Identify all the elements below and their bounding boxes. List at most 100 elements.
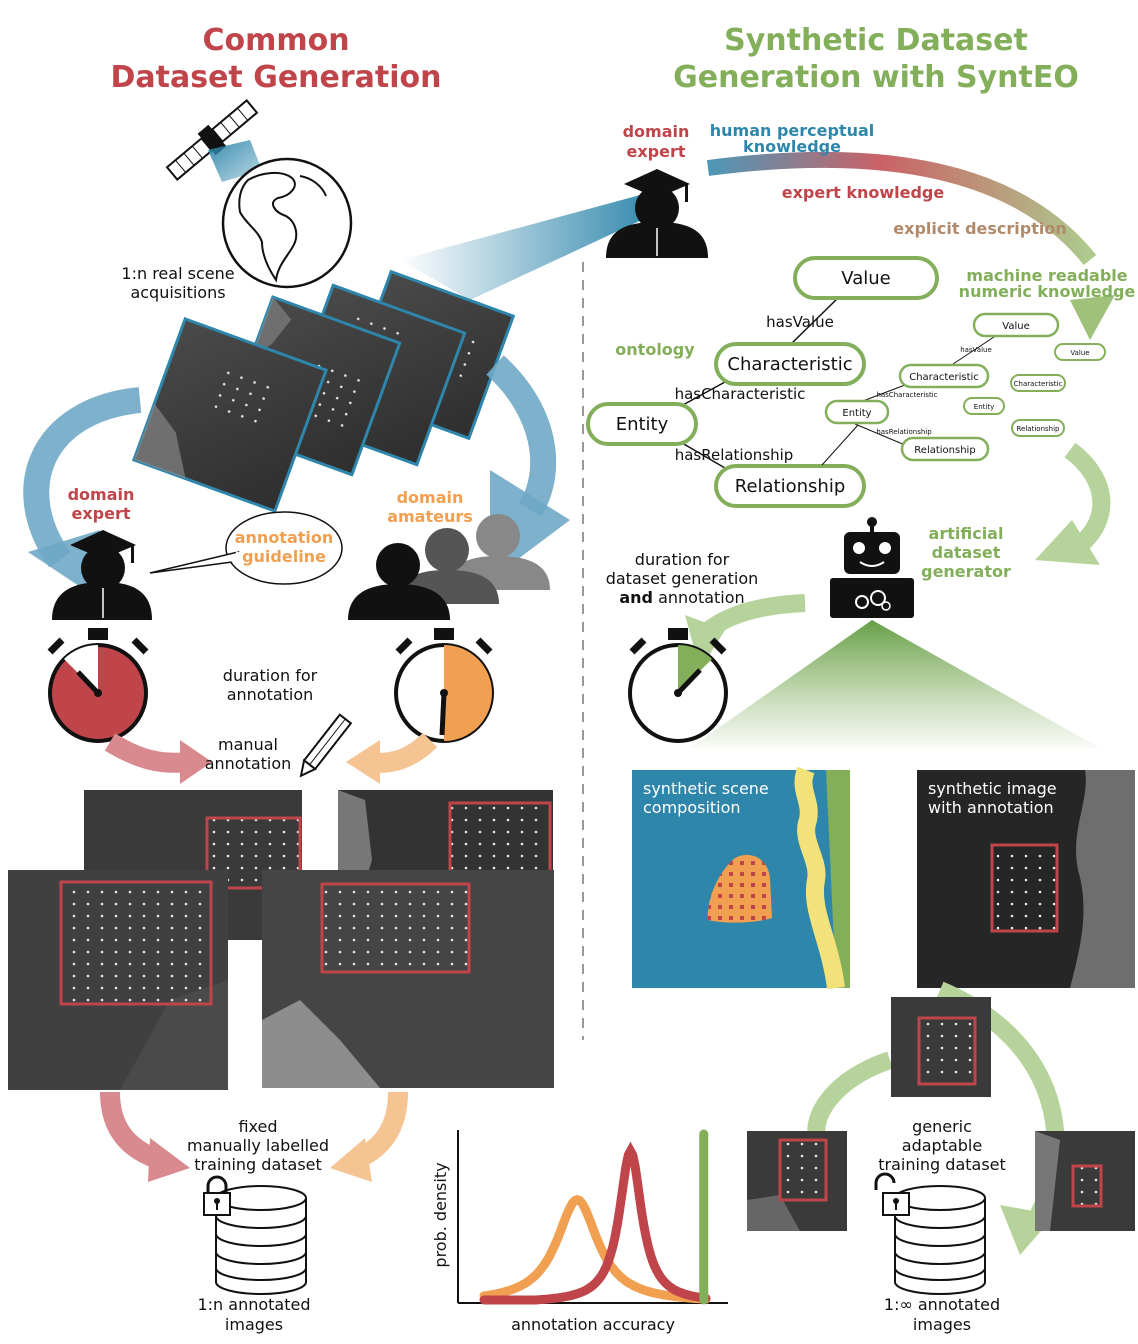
stopwatch-amateurs-icon <box>394 628 494 743</box>
ontology-mid-has-value: hasValue <box>960 346 992 354</box>
perceptual-line2: knowledge <box>743 137 841 156</box>
expert-person-icon <box>52 530 152 620</box>
generator-line1: artificial <box>929 524 1004 543</box>
edge-has-value: hasValue <box>766 313 834 331</box>
cycle-image-right <box>1035 1131 1135 1231</box>
ontology-node-value <box>793 256 939 300</box>
generator-cone <box>690 620 1100 748</box>
robot-icon <box>830 517 914 618</box>
synthetic-scene-panel <box>632 766 850 990</box>
amateurs-line2: amateurs <box>387 507 473 526</box>
ontology-mid-has-characteristic: hasCharacteristic <box>876 391 937 399</box>
left-title-line1: Common <box>202 23 349 58</box>
lock-closed-icon <box>203 1175 231 1216</box>
edge-has-relationship: hasRelationship <box>675 446 794 464</box>
fixed-dataset-line3: training dataset <box>194 1155 322 1174</box>
manual-annotation-line2: annotation <box>205 754 292 773</box>
right-expert-line2: expert <box>626 142 685 161</box>
arrow-expert-annotation <box>104 733 191 773</box>
ontology-mid-entity-text: Entity <box>842 408 871 419</box>
chart-series-0 <box>479 1194 711 1304</box>
arrow-to-expert <box>23 387 142 568</box>
ontology-small-characteristic <box>1010 374 1066 392</box>
acquisitions-line2: acquisitions <box>130 283 225 302</box>
ontology-mid-entity <box>824 399 890 425</box>
chart-x-label: annotation accuracy <box>511 1315 675 1334</box>
scene-line2: composition <box>643 798 741 817</box>
ontology-mid-has-relationship: hasRelationship <box>876 428 932 436</box>
expert-knowledge: expert knowledge <box>782 183 945 202</box>
chart-series-1 <box>479 1141 711 1305</box>
amateurs-line1: domain <box>397 488 464 507</box>
ontology-value-text: Value <box>841 268 890 289</box>
ontology-node-entity <box>586 402 698 446</box>
ontology-mid-value-text: Value <box>1002 321 1029 332</box>
ontology-small-characteristic-text: Characteristic <box>1014 380 1063 388</box>
right-duration-line2: dataset generation <box>606 569 759 588</box>
acquisitions-line1: 1:n real scene <box>121 264 234 283</box>
left-expert-line2: expert <box>71 504 130 523</box>
ontology-small-value <box>1054 343 1106 361</box>
ontology-node-characteristic <box>714 342 866 386</box>
amateur-group-icon <box>348 514 550 620</box>
manual-annotation-line1: manual <box>218 735 278 754</box>
ontology-small-entity-text: Entity <box>974 403 994 411</box>
generator-line2: dataset <box>932 543 1001 562</box>
ontology-characteristic-text: Characteristic <box>727 354 852 375</box>
speech-bubble <box>149 511 343 585</box>
left-annotated-line1: 1:n annotated <box>197 1295 310 1314</box>
explicit-description: explicit description <box>893 219 1066 238</box>
ontology-mid-characteristic <box>898 363 990 389</box>
pencil-icon <box>299 713 353 778</box>
duration-and: and <box>619 588 653 607</box>
arrow-to-amateurs <box>486 355 557 517</box>
generic-line3: training dataset <box>878 1155 1006 1174</box>
image-line2: with annotation <box>928 798 1054 817</box>
synthetic-image-panel <box>917 770 1135 988</box>
ontology-node-relationship <box>714 464 866 508</box>
cycle-image-left <box>747 1131 847 1231</box>
left-title-line2: Dataset Generation <box>110 60 441 95</box>
earth-icon <box>221 157 353 289</box>
duration-annotation-line1: duration for <box>223 666 318 685</box>
ontology-mid-characteristic-text: Characteristic <box>909 372 979 383</box>
annotated-images-collage <box>8 790 554 1090</box>
duration-annotation: annotation <box>658 588 745 607</box>
ontology-label: ontology <box>615 340 695 359</box>
arrow-to-generator <box>1064 442 1111 552</box>
machine-readable-line2: numeric knowledge <box>959 282 1136 301</box>
right-annotated-line2: images <box>913 1315 971 1334</box>
lock-open-icon <box>874 1172 910 1216</box>
accuracy-chart: prob. density annotation accuracy <box>431 1129 728 1334</box>
fixed-dataset-line2: manually labelled <box>187 1136 329 1155</box>
right-annotated-line1: 1:∞ annotated <box>884 1295 1000 1314</box>
ontology-small-relationship <box>1011 419 1065 437</box>
guideline-line1: annotation <box>235 528 334 547</box>
chart-y-label: prob. density <box>431 1162 450 1267</box>
fixed-dataset-line1: fixed <box>238 1117 277 1136</box>
generic-line1: generic <box>912 1117 972 1136</box>
ontology-small-entity <box>963 397 1005 415</box>
duration-annotation-line2: annotation <box>227 685 314 704</box>
left-annotated-line2: images <box>225 1315 283 1334</box>
generator-line3: generator <box>921 562 1011 581</box>
ontology-small-relationship-text: Relationship <box>1017 425 1061 433</box>
left-expert-line1: domain <box>68 485 135 504</box>
stopwatch-expert-icon <box>47 628 149 743</box>
scene-line1: synthetic scene <box>643 779 769 798</box>
satellite-icon <box>165 99 259 181</box>
database-icon-right <box>894 1185 986 1295</box>
right-title-line1: Synthetic Dataset <box>724 23 1028 58</box>
right-duration-line1: duration for <box>635 550 730 569</box>
ontology-small-value-text: Value <box>1070 349 1089 357</box>
ontology-entity-text: Entity <box>616 414 669 435</box>
right-expert-line1: domain <box>623 122 690 141</box>
machine-readable-line1: machine readable <box>966 266 1127 285</box>
image-line1: synthetic image <box>928 779 1057 798</box>
ontology-mid-relationship <box>900 436 990 462</box>
generic-line2: adaptable <box>902 1136 982 1155</box>
ontology-relationship-text: Relationship <box>735 476 846 497</box>
ontology-mid-relationship-text: Relationship <box>914 445 975 456</box>
knowledge-arc <box>706 151 1097 266</box>
